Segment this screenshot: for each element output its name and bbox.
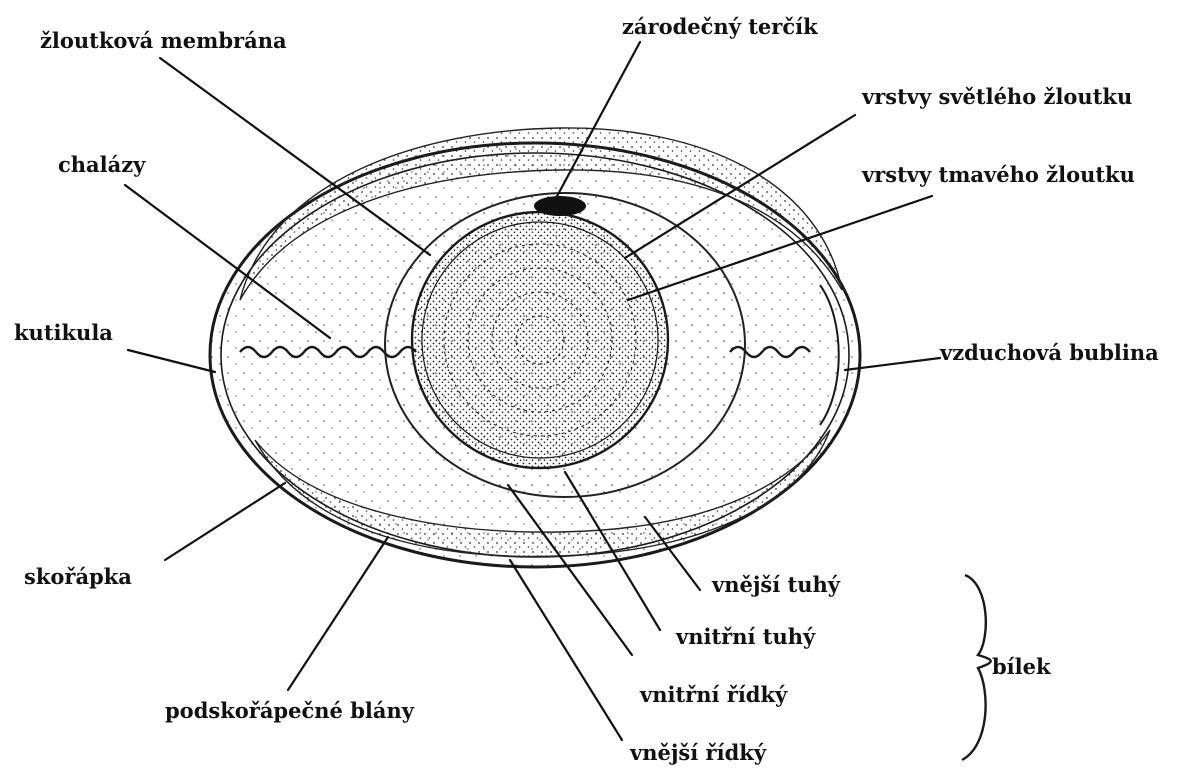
bilek-brace	[962, 575, 991, 760]
yolk	[412, 212, 668, 468]
label-vrstvy-tmaveho: vrstvy tmavého žloutku	[861, 162, 1135, 187]
label-vzduchova-bublina: vzduchová bublina	[939, 340, 1159, 365]
label-bilek: bílek	[992, 654, 1051, 679]
label-vrstvy-svetleho: vrstvy světlého žloutku	[861, 84, 1132, 109]
label-kutikula: kutikula	[14, 320, 113, 345]
label-vnejsi-tuhy: vnější tuhý	[711, 572, 841, 597]
label-vnitrni-ridky: vnitřní řídký	[639, 682, 788, 707]
label-zarodecny-tercik: zárodečný terčík	[622, 14, 818, 39]
label-skorapka: skořápka	[24, 564, 132, 589]
label-vnitrni-tuhy: vnitřní tuhý	[675, 624, 816, 649]
germinal-disc	[534, 196, 586, 216]
label-vnejsi-ridky: vnější řídký	[629, 740, 767, 765]
label-zloutkova-membrana: žloutková membrána	[40, 28, 287, 53]
label-podskorapecne-blany: podskořápečné blány	[165, 698, 415, 723]
label-chalazy: chalázy	[58, 152, 146, 177]
